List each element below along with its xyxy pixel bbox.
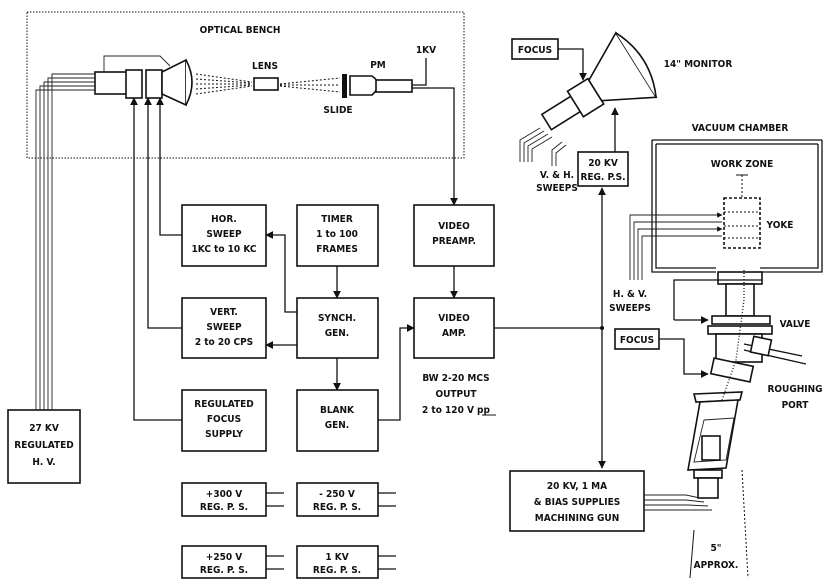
svg-text:REG. P. S.: REG. P. S. xyxy=(313,565,361,576)
approx-label2: APPROX. xyxy=(694,560,739,571)
svg-text:TIMER: TIMER xyxy=(321,214,353,225)
monitor-tube xyxy=(540,31,658,131)
hor-sweep-block: HOR. SWEEP 1KC to 10 KC xyxy=(181,204,267,267)
svg-text:REG. P. S.: REG. P. S. xyxy=(200,502,248,513)
svg-text:VIDEO: VIDEO xyxy=(438,221,470,232)
svg-text:MACHINING GUN: MACHINING GUN xyxy=(535,513,620,524)
work-zone-yoke xyxy=(723,197,761,249)
ps-250v-block: +250 V REG. P. S. xyxy=(181,545,284,579)
svg-text:20 KV, 1 MA: 20 KV, 1 MA xyxy=(547,481,607,492)
svg-text:GEN.: GEN. xyxy=(325,328,349,339)
focus-mid-box: FOCUS xyxy=(614,328,660,350)
monitor-label: 14" MONITOR xyxy=(664,59,733,70)
svg-text:FOCUS: FOCUS xyxy=(207,414,241,425)
svg-text:SYNCH.: SYNCH. xyxy=(318,313,356,324)
vh-sweeps-label1: V. & H. xyxy=(540,170,574,181)
svg-text:REGULATED: REGULATED xyxy=(14,440,73,451)
one-kv-label: 1KV xyxy=(416,45,436,56)
svg-text:GEN.: GEN. xyxy=(325,420,349,431)
ps-20kv-block: 20 KV REG. P.S. xyxy=(577,151,629,187)
timer-block: TIMER 1 to 100 FRAMES xyxy=(296,204,379,267)
vh-sweeps-label2: SWEEPS xyxy=(536,183,578,194)
hv-feed-lines xyxy=(35,73,95,410)
bw-note-line1: BW 2-20 MCS xyxy=(422,373,489,384)
svg-text:VERT.: VERT. xyxy=(210,307,238,318)
hv-sweeps-label1: H. & V. xyxy=(613,289,647,300)
blank-gen-block: BLANK GEN. xyxy=(296,389,379,452)
roughing-port-label2: PORT xyxy=(782,400,810,411)
lens xyxy=(253,77,279,91)
svg-text:- 250 V: - 250 V xyxy=(319,489,355,500)
svg-text:+250 V: +250 V xyxy=(206,552,242,563)
vacuum-chamber xyxy=(651,139,823,273)
yoke-label: YOKE xyxy=(766,220,794,231)
slide xyxy=(342,74,347,98)
video-preamp-block: VIDEO PREAMP. xyxy=(413,204,495,267)
svg-text:27 KV: 27 KV xyxy=(29,423,59,434)
svg-text:FOCUS: FOCUS xyxy=(518,45,552,56)
valve-label: VALVE xyxy=(780,319,811,330)
svg-text:SWEEP: SWEEP xyxy=(206,322,242,333)
svg-text:1 KV: 1 KV xyxy=(325,552,348,563)
hv-27kv-block: 27 KV REGULATED H. V. xyxy=(7,409,81,484)
svg-text:HOR.: HOR. xyxy=(211,214,237,225)
flying-spot-crt xyxy=(94,58,193,107)
hv-sweep-wires xyxy=(629,212,723,280)
svg-text:REG. P.S.: REG. P.S. xyxy=(580,172,625,183)
gun-supply-block: 20 KV, 1 MA & BIAS SUPPLIES MACHINING GU… xyxy=(509,470,645,532)
svg-text:SWEEP: SWEEP xyxy=(206,229,242,240)
ps-1kv-block: 1 KV REG. P. S. xyxy=(296,545,396,579)
svg-text:REGULATED: REGULATED xyxy=(194,399,253,410)
svg-text:H. V.: H. V. xyxy=(32,457,55,468)
optical-bench-label: OPTICAL BENCH xyxy=(200,25,281,36)
svg-text:AMP.: AMP. xyxy=(442,328,466,339)
regulated-focus-supply-block: REGULATED FOCUS SUPPLY xyxy=(181,389,267,452)
work-zone-label: WORK ZONE xyxy=(711,159,773,170)
svg-text:PREAMP.: PREAMP. xyxy=(432,236,476,247)
svg-text:REG. P. S.: REG. P. S. xyxy=(313,502,361,513)
svg-text:BLANK: BLANK xyxy=(320,405,355,416)
ps-300v-block: +300 V REG. P. S. xyxy=(181,482,284,517)
svg-text:1KC to 10 KC: 1KC to 10 KC xyxy=(192,244,257,255)
synch-gen-block: SYNCH. GEN. xyxy=(296,297,379,359)
svg-text:SUPPLY: SUPPLY xyxy=(205,429,243,440)
optical-bench-enclosure xyxy=(26,11,465,159)
svg-text:2 to 20 CPS: 2 to 20 CPS xyxy=(195,337,253,348)
video-amp-block: VIDEO AMP. xyxy=(413,297,495,359)
svg-text:FRAMES: FRAMES xyxy=(316,244,358,255)
bw-note-line3: 2 to 120 V pp xyxy=(422,405,490,416)
photomultiplier xyxy=(349,75,413,96)
svg-text:& BIAS SUPPLIES: & BIAS SUPPLIES xyxy=(534,497,620,508)
svg-text:+300 V: +300 V xyxy=(206,489,242,500)
slide-label: SLIDE xyxy=(323,105,352,116)
ps-minus250v-block: - 250 V REG. P. S. xyxy=(296,482,396,517)
gun-supply-cables xyxy=(644,494,712,511)
lens-label: LENS xyxy=(252,61,278,72)
svg-text:1 to 100: 1 to 100 xyxy=(316,229,358,240)
svg-text:20 KV: 20 KV xyxy=(588,158,618,169)
approx-label1: 5" xyxy=(711,543,722,554)
focus-top-box: FOCUS xyxy=(511,38,559,60)
vacuum-chamber-label: VACUUM CHAMBER xyxy=(692,123,789,134)
vert-sweep-block: VERT. SWEEP 2 to 20 CPS xyxy=(181,297,267,359)
gun-column xyxy=(687,270,807,499)
pm-label: PM xyxy=(370,60,386,71)
svg-text:VIDEO: VIDEO xyxy=(438,313,470,324)
monitor-wires xyxy=(519,127,553,162)
svg-text:REG. P. S.: REG. P. S. xyxy=(200,565,248,576)
svg-text:FOCUS: FOCUS xyxy=(620,335,654,346)
bw-note-line2: OUTPUT xyxy=(435,389,477,400)
hv-sweeps-label2: SWEEPS xyxy=(609,303,651,314)
roughing-port-label1: ROUGHING xyxy=(767,384,822,395)
light-rays xyxy=(195,73,341,95)
